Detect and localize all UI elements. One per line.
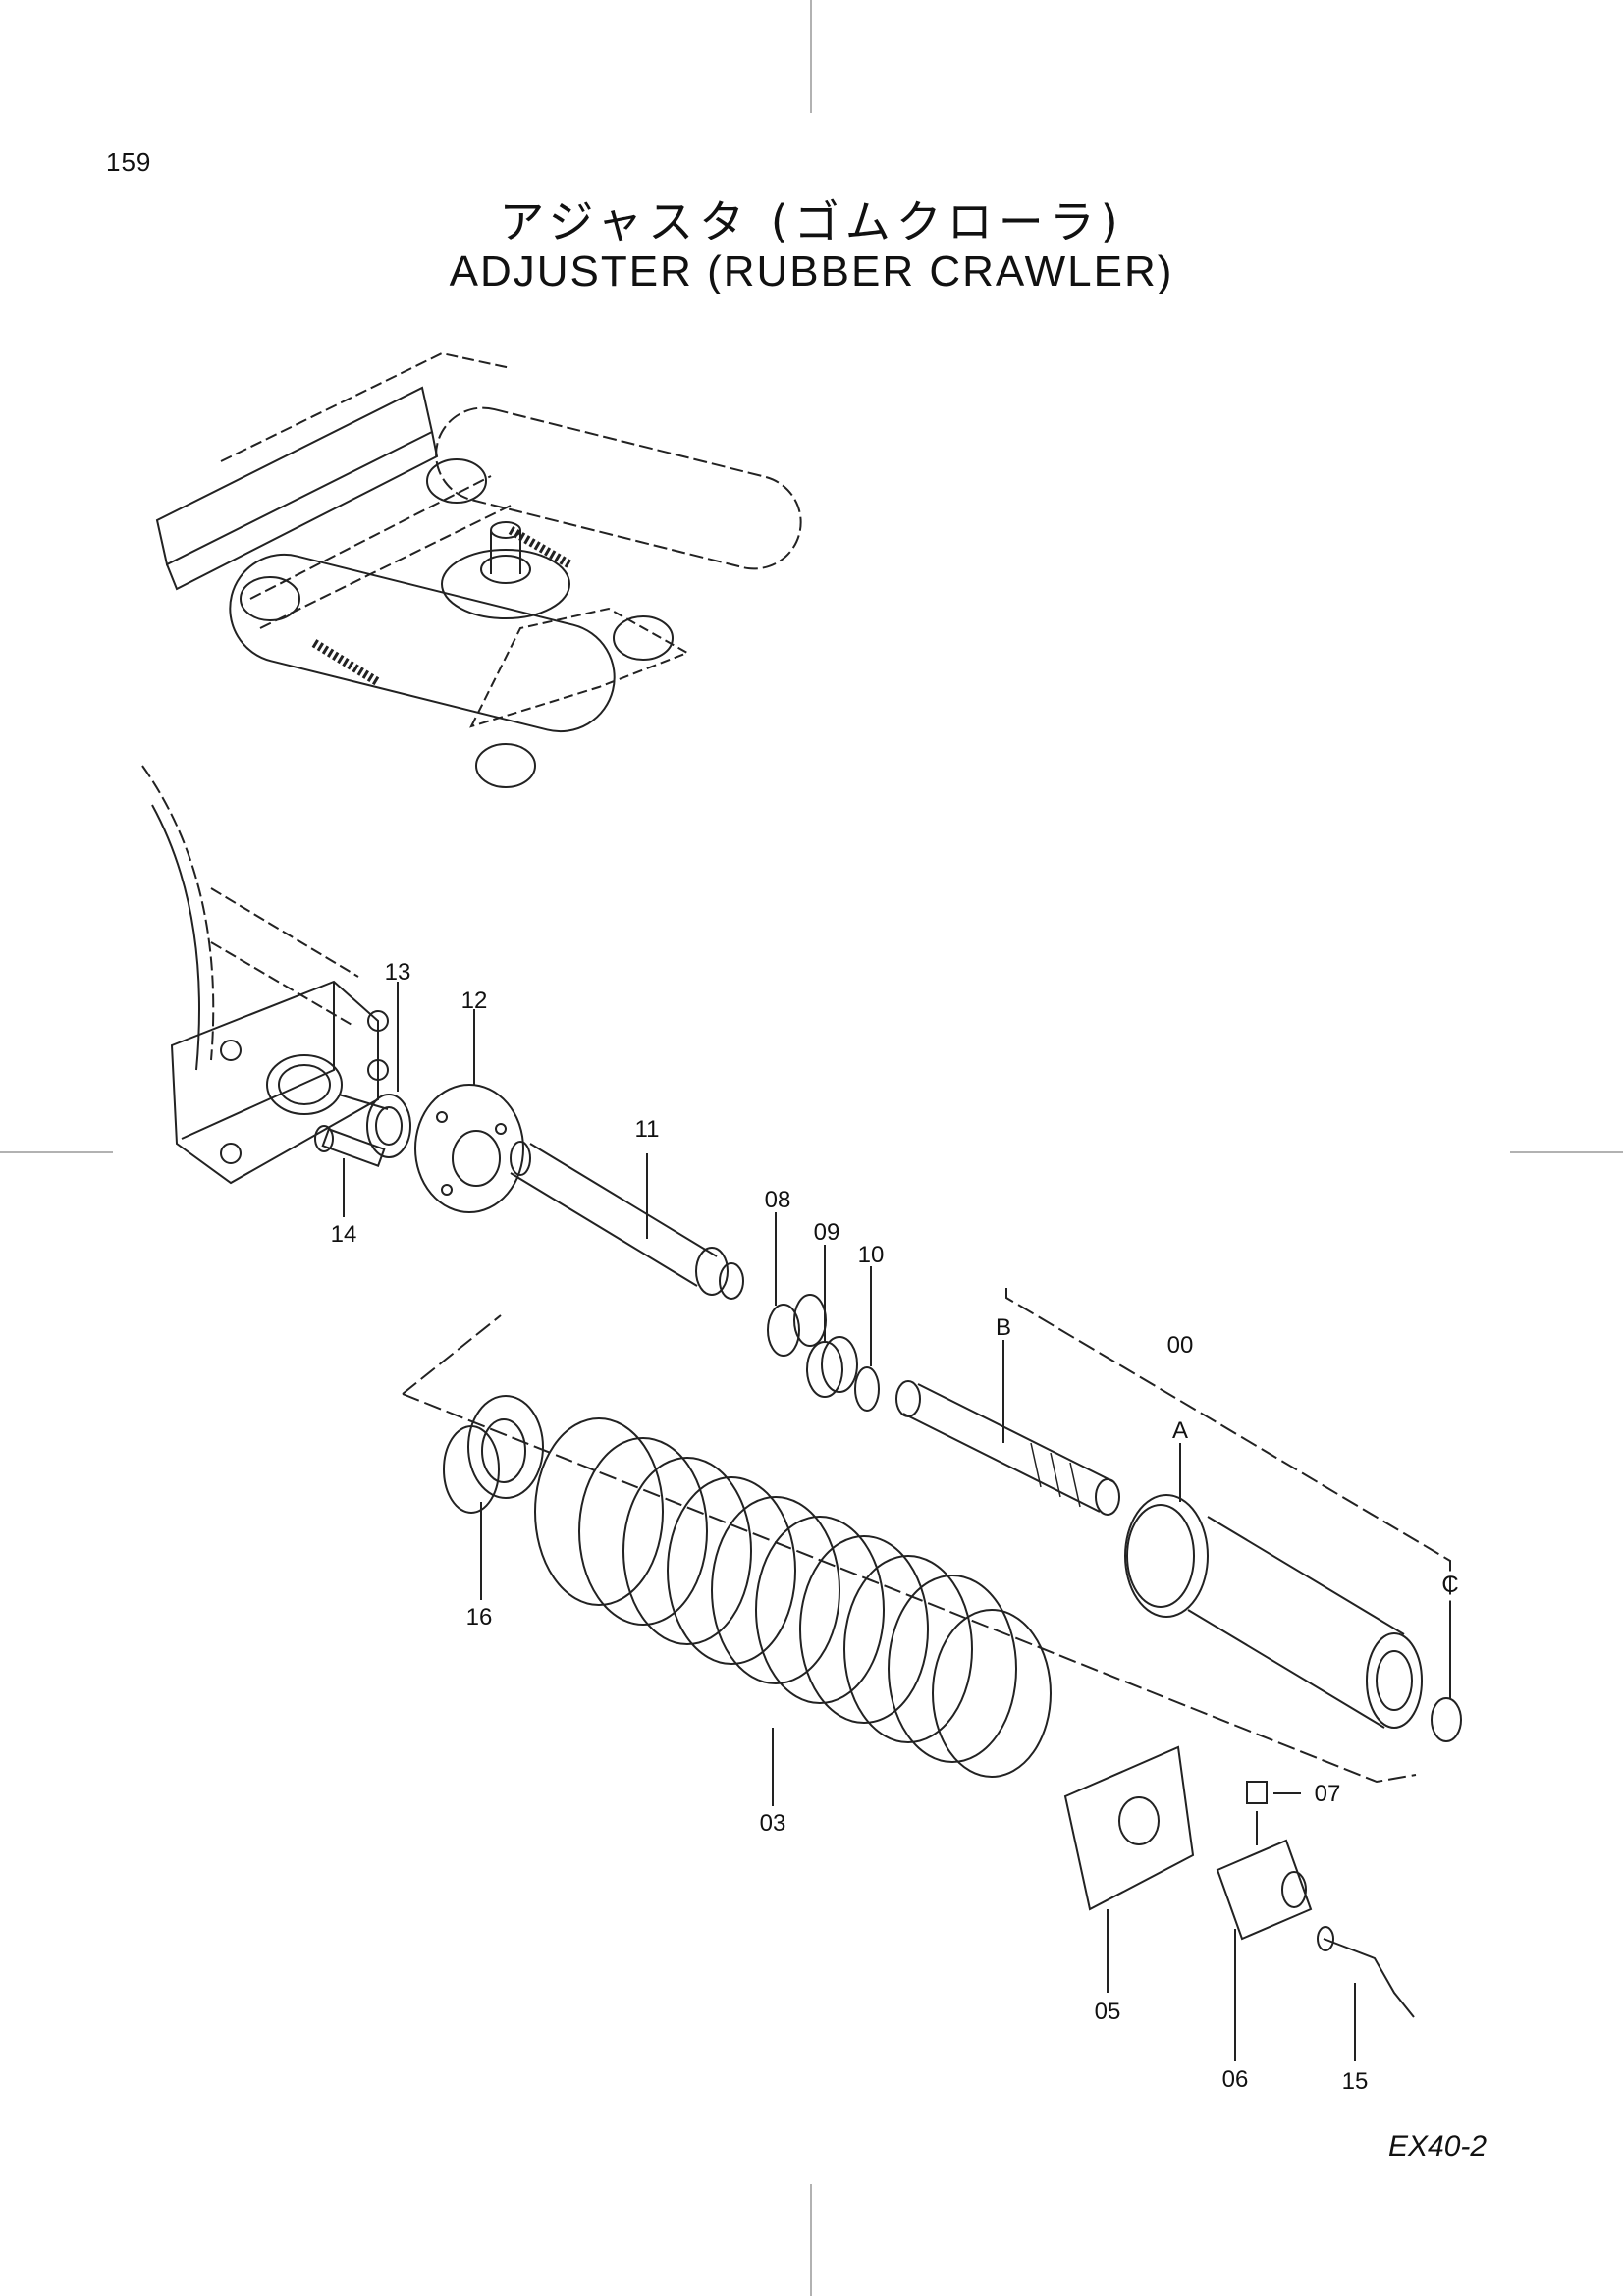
label-A: A bbox=[1172, 1417, 1188, 1444]
track-frame-illustration bbox=[141, 765, 389, 1185]
part-a-cylinder bbox=[1124, 1443, 1423, 1729]
label-09: 09 bbox=[814, 1219, 840, 1246]
label-03: 03 bbox=[760, 1810, 786, 1837]
title-english: ADJUSTER (RUBBER CRAWLER) bbox=[449, 247, 1174, 295]
part-06-block bbox=[1216, 1839, 1313, 2061]
label-11: 11 bbox=[635, 1116, 660, 1143]
label-07: 07 bbox=[1315, 1781, 1341, 1807]
part-11-rod bbox=[510, 1141, 744, 1300]
label-10: 10 bbox=[858, 1242, 885, 1268]
part-16-spacer bbox=[443, 1395, 544, 1600]
crawler-overview-illustration bbox=[155, 351, 802, 788]
label-00: 00 bbox=[1167, 1332, 1194, 1359]
assembly-brackets bbox=[402, 1288, 1451, 1784]
part-05-bracket bbox=[1063, 1745, 1195, 1993]
part-13-seal bbox=[366, 982, 411, 1158]
label-14: 14 bbox=[331, 1221, 357, 1248]
part-09-ring bbox=[806, 1245, 858, 1398]
model-code: EX40-2 bbox=[1388, 2130, 1488, 2163]
callout-labels: 13 12 11 14 08 09 10 B 00 A C 16 03 07 0… bbox=[331, 959, 1459, 2095]
part-c-o-ring bbox=[1431, 1605, 1462, 1742]
label-13: 13 bbox=[385, 959, 411, 986]
label-C: C bbox=[1441, 1572, 1458, 1598]
label-12: 12 bbox=[461, 988, 488, 1014]
part-b-piston bbox=[895, 1340, 1120, 1516]
label-15: 15 bbox=[1342, 2068, 1369, 2095]
label-16: 16 bbox=[466, 1604, 493, 1630]
part-12-flange bbox=[414, 1009, 524, 1213]
label-05: 05 bbox=[1095, 1999, 1121, 2025]
part-10-snap-ring bbox=[854, 1266, 880, 1412]
label-B: B bbox=[996, 1314, 1011, 1341]
part-03-spring bbox=[534, 1417, 1052, 1806]
title-japanese: アジャスタ (ゴムクローラ) bbox=[499, 195, 1124, 248]
label-06: 06 bbox=[1222, 2066, 1249, 2093]
part-14-bolt bbox=[314, 1125, 386, 1217]
page-number: 159 bbox=[106, 147, 152, 177]
label-08: 08 bbox=[765, 1187, 791, 1213]
part-07-plug bbox=[1246, 1781, 1301, 1845]
part-15-grease-fitting bbox=[1317, 1926, 1415, 2061]
